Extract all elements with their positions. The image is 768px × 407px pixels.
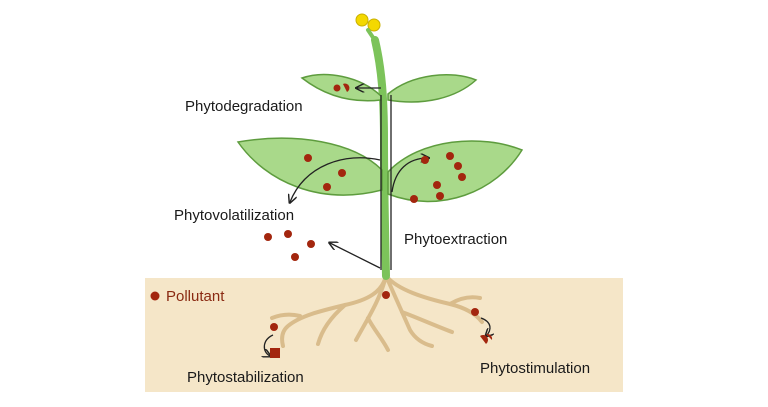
leaf-top-right bbox=[387, 74, 478, 103]
pollutant-dot-icon bbox=[307, 240, 315, 248]
pollutant-dot-icon bbox=[382, 291, 390, 299]
leaf-top-left bbox=[300, 73, 382, 102]
pollutant-dot-icon bbox=[284, 230, 292, 238]
arrow-stabilization bbox=[264, 334, 274, 356]
label-phytostabilization: Phytostabilization bbox=[187, 369, 304, 386]
pollutant-dot-icon bbox=[458, 173, 466, 181]
flower-bud-icon bbox=[355, 13, 381, 44]
pollutant-dot-icon bbox=[433, 181, 441, 189]
label-phytodegradation: Phytodegradation bbox=[185, 98, 303, 115]
pollutant-dot-icon bbox=[150, 291, 160, 301]
pollutant-dot-icon bbox=[436, 192, 444, 200]
pollutants bbox=[150, 83, 493, 358]
pollutant-half-icon bbox=[343, 83, 350, 92]
pollutant-dot-icon bbox=[291, 253, 299, 261]
legend-pollutant-label: Pollutant bbox=[166, 288, 225, 305]
stem bbox=[371, 36, 390, 280]
pollutant-square-icon bbox=[270, 348, 280, 358]
arrow-volatilization-air bbox=[330, 243, 381, 269]
transport-lines bbox=[380, 95, 392, 270]
leaf-left bbox=[236, 137, 383, 196]
arrow-volatilization-leaf bbox=[290, 157, 381, 202]
leaf-right bbox=[387, 140, 524, 203]
pollutant-dot-icon bbox=[471, 308, 479, 316]
pollutant-half-icon bbox=[486, 333, 493, 340]
pollutant-dot-icon bbox=[333, 84, 341, 92]
pollutant-dot-icon bbox=[304, 154, 312, 162]
pollutant-dot-icon bbox=[270, 323, 278, 331]
pollutant-dot-icon bbox=[323, 183, 331, 191]
pollutant-dot-icon bbox=[446, 152, 454, 160]
pollutant-dot-icon bbox=[454, 162, 462, 170]
pollutant-dot-icon bbox=[338, 169, 346, 177]
pollutant-half-icon bbox=[480, 335, 488, 344]
label-phytostimulation: Phytostimulation bbox=[480, 360, 590, 377]
pollutant-dot-icon bbox=[410, 195, 418, 203]
process-arrows bbox=[264, 88, 490, 356]
label-phytoextraction: Phytoextraction bbox=[404, 231, 507, 248]
pollutant-dot-icon bbox=[264, 233, 272, 241]
pollutant-dot-icon bbox=[421, 156, 429, 164]
label-phytovolatilization: Phytovolatilization bbox=[174, 207, 294, 224]
